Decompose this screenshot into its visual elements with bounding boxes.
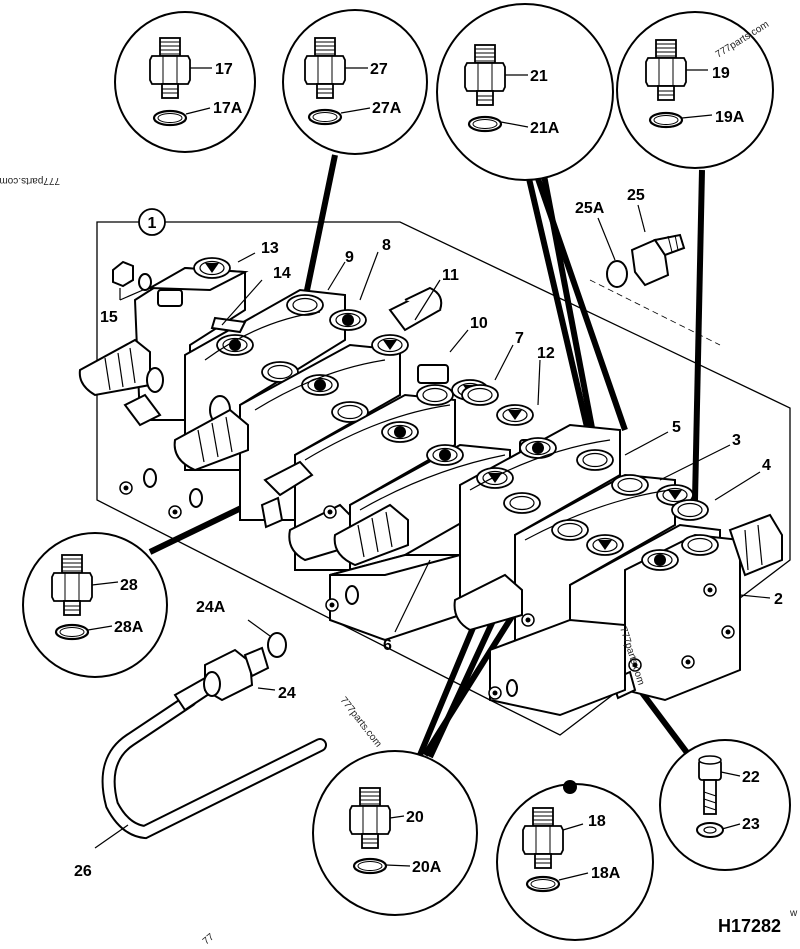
detail-23-washer-label: 23 — [742, 816, 760, 833]
detail-circle-28: 28 28A — [22, 532, 168, 678]
detail-28-seal-label: 28A — [114, 619, 144, 636]
detail-circle-21: 21 21A — [436, 3, 614, 181]
label-2: 2 — [774, 591, 783, 608]
detail-19-fitting-label: 19 — [712, 65, 730, 82]
label-4: 4 — [762, 457, 771, 474]
label-5: 5 — [672, 419, 681, 436]
detail-circle-22: 22 23 — [659, 739, 791, 871]
detail-21-seal-label: 21A — [530, 120, 560, 137]
detail-circle-17: 17 17A — [114, 11, 256, 153]
label-10: 10 — [470, 315, 488, 332]
detail-20-seal-label: 20A — [412, 859, 442, 876]
label-15: 15 — [100, 309, 118, 326]
detail-27-seal-label: 27A — [372, 100, 402, 117]
label-14: 14 — [273, 265, 291, 282]
watermark-bottom: 77 — [201, 931, 217, 947]
detail-circle-20: 20 20A — [312, 750, 478, 916]
label-26: 26 — [74, 863, 92, 880]
detail-27-fitting-label: 27 — [370, 61, 388, 78]
label-leaders — [221, 251, 771, 633]
detail-17-fitting-label: 17 — [215, 61, 233, 78]
detail-18-fitting-label: 18 — [588, 813, 606, 830]
label-7: 7 — [515, 330, 524, 347]
callout-1: 1 — [138, 208, 166, 236]
detail-leader-lines — [148, 154, 705, 772]
detail-19-seal-label: 19A — [715, 109, 745, 126]
label-3: 3 — [732, 432, 741, 449]
detail-18-seal-label: 18A — [591, 865, 621, 882]
valve-bank — [78, 257, 783, 717]
callout-1-number: 1 — [148, 215, 157, 232]
label-13: 13 — [261, 240, 279, 257]
label-11: 11 — [442, 267, 459, 284]
detail-17-seal-label: 17A — [213, 100, 243, 117]
figure-code: H17282 — [718, 916, 781, 936]
label-25: 25 — [627, 187, 645, 204]
part-25-fitting — [597, 204, 686, 288]
label-8: 8 — [382, 237, 391, 254]
assembly-labels: 13 14 15 9 8 11 10 7 12 5 3 4 2 6 25A 25… — [74, 187, 783, 880]
label-24: 24 — [278, 685, 296, 702]
label-25a: 25A — [575, 200, 605, 217]
detail-28-fitting-label: 28 — [120, 577, 138, 594]
detail-circle-19: 19 19A — [616, 11, 774, 169]
detail-21-fitting-label: 21 — [530, 68, 548, 85]
filled-dot-marker — [563, 780, 577, 794]
part-26-hose — [94, 619, 327, 849]
label-9: 9 — [345, 249, 354, 266]
detail-20-fitting-label: 20 — [406, 809, 424, 826]
watermark-left: 777parts.com — [0, 175, 60, 186]
label-12: 12 — [537, 345, 555, 362]
part-15-nut-washer — [112, 260, 152, 301]
label-6: 6 — [383, 637, 392, 654]
detail-circle-18: 18 18A — [496, 780, 654, 941]
detail-circle-27: 27 27A — [282, 9, 428, 155]
figure-code-suffix: w — [789, 908, 798, 919]
watermark-center: 777parts.com — [338, 695, 384, 750]
detail-22-bolt-label: 22 — [742, 769, 760, 786]
label-24a: 24A — [196, 599, 226, 616]
